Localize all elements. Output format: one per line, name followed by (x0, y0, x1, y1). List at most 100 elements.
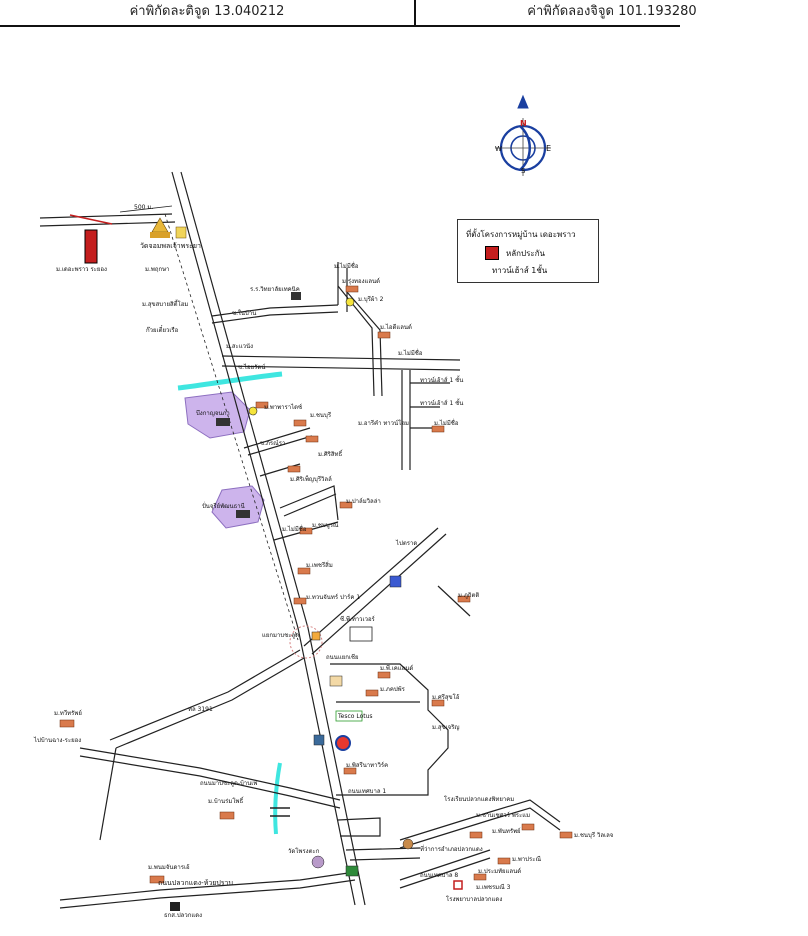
place-label: ม.พาพาราไดซ์ (264, 404, 303, 411)
place-label: ถนนมาบชะลูด-บ้านเพ (200, 780, 258, 787)
place-label: ม.ไม่มีชื่อ (334, 263, 359, 270)
place-label: ม.ไอดีแลนด์ (380, 324, 412, 331)
place-label: วัดโพรงตะก (288, 848, 320, 855)
traffic-light-icon (311, 631, 321, 641)
place-label: ม.เพชรมณี 3 (476, 884, 511, 891)
place-label: ม.ชานเชศวร์ พระแม (476, 812, 531, 819)
place-label: ม.ไม่มีชื่อ (282, 526, 307, 533)
place-label: ม.ชนบุรี วิลเลจ (574, 832, 614, 839)
place-label: ม.ภคปพ้ร (380, 686, 405, 693)
place-label: ม.รุ่งทองแลนด์ (342, 278, 381, 285)
bank-icon (313, 734, 325, 746)
distance-label: 500 ม. (134, 204, 154, 211)
place-label: ม.ประมทัยแลนด์ (478, 868, 522, 875)
place-label: แยกมาบชะลูด (262, 632, 300, 639)
place-label: ม.ภูกิตติ (458, 592, 480, 599)
place-label: ม.พิสรีนาทาวิร์ค (346, 762, 389, 769)
place-label: ซี.พี.ทาวเวอร์ (340, 616, 375, 623)
place-label: ม.พาประณี (512, 856, 542, 863)
gas-station-icon (335, 735, 351, 751)
place-label: บึงกาญจนภา (196, 410, 230, 417)
place-label: ม.พนมจันดารเอ้ (148, 864, 190, 871)
compass-n: N (520, 119, 527, 128)
coordinates-header: ค่าพิกัดละติจูด 13.040212 ค่าพิกัดลองจิจ… (0, 0, 808, 27)
place-label: ม.สุขเจริญ (432, 724, 460, 731)
place-label: ม.ศิริสิทธิ์ (318, 451, 343, 458)
park-zone (211, 485, 265, 529)
district-office-icon (402, 838, 414, 850)
road-network (39, 171, 561, 909)
place-label: ซ.ภรณ์รา (260, 440, 286, 447)
place-label: ม.พันทรัพย์ (492, 828, 521, 835)
place-label: โรงพยาบาลปลวกแดง (446, 896, 503, 903)
place-label: ธกส.ปลวกแดง (164, 912, 203, 919)
place-label: ถนนปลวกแดง-ห้วยปราบ (158, 879, 233, 887)
place-label: ม.บุรีผ้า 2 (358, 296, 384, 303)
poi-yellow-icon-2 (345, 297, 355, 307)
place-label: ซ.ในบ้าน (232, 310, 257, 317)
canal-top (177, 371, 283, 391)
place-label: โรงเรียนปลวกแดงพิทยาคม (444, 796, 515, 803)
subject-property-marker (84, 229, 98, 264)
tesco-logo (335, 710, 363, 722)
canal-bottom (273, 762, 282, 835)
house-icons (59, 285, 573, 884)
intersection-marker (289, 625, 323, 659)
place-label: ม.สุขสบายสิตี้โฮม (142, 301, 189, 308)
place-label: ปั่นจุรีย์พัฒนธานี (202, 503, 245, 510)
compass-s: S (521, 167, 526, 175)
legend-swatch (485, 246, 499, 260)
place-label: ม.ทวีทรัพย์ (54, 710, 82, 717)
lake-building-icon (216, 418, 230, 426)
header-divider (414, 0, 416, 26)
place-label: ทล 3191 (188, 706, 213, 713)
latitude-label: ค่าพิกัดละติจูด 13.040212 (129, 4, 285, 19)
shop-icon (329, 675, 343, 687)
place-label: ไปตราด (396, 540, 418, 547)
compass-w: W (495, 145, 502, 153)
place-label: ม.ปาล์มวิลล่า (346, 498, 381, 505)
tesco-label: Tesco Lotus (338, 713, 373, 720)
place-label: ม.เพชรีสิ่ม (306, 562, 333, 569)
place-label: ม.บ้านร่มโพธิ์ (208, 798, 244, 805)
longitude-label: ค่าพิกัดลองจิจูด 101.193280 (527, 4, 697, 19)
place-label: ม.พฤกษา (145, 266, 170, 273)
header-bottom-rule (0, 25, 680, 27)
place-label: ม.พี.เคแลนด์ (380, 665, 414, 672)
seven-eleven-icon (345, 865, 359, 877)
poi-yellow-icon (248, 406, 258, 416)
school-icon (291, 292, 301, 300)
place-label: ทาวน์เฮ้าส์ 1 ชั้น (420, 400, 464, 407)
hospital-icon (453, 880, 463, 890)
legend-item2: ทาวน์เฮ้าส์ 1ชั้น (492, 266, 548, 275)
place-label: ถนนเทศบาล 8 (420, 872, 459, 879)
compass-e: E (546, 144, 551, 153)
place-label: ม.สะแวนัง (226, 343, 254, 350)
temple-icon (150, 217, 187, 239)
place-label: ม.ชมบูรณ์ (312, 522, 339, 529)
legend-item1: หลักประกัน (506, 249, 546, 258)
place-label: ม.ชนบุรี (310, 412, 332, 419)
place-label: ร.ร.วิทยาลัยเทคนิค (250, 286, 300, 293)
bank-south-icon (170, 902, 180, 911)
place-label: ซ.ไอยรัตน์ (238, 364, 266, 371)
place-label: ม.ศิริเพ็ญบุรีวิลล์ (290, 476, 332, 483)
place-label: ม.ศรีสุขโอ้ (432, 694, 460, 701)
legend-title: ที่ตั้งโครงการหมู่บ้าน เดอะพราว (466, 230, 576, 239)
map-legend: ที่ตั้งโครงการหมู่บ้าน เดอะพราว หลักประก… (457, 219, 599, 283)
place-label: ทาวน์เฮ้าส์ 1 ชั้น (420, 377, 464, 384)
temple-label: วัดจอมพลเจ้าพระยา (140, 242, 201, 250)
bridge-icon (270, 807, 290, 817)
compass-rose-icon (495, 94, 551, 176)
place-label: ม.ไม่มีชื่อ (434, 420, 459, 427)
place-label: ม.อารีคำ ทาวน์โฮม (358, 420, 409, 427)
cp-tower-icon (349, 626, 373, 642)
place-label: ถนนเทศบาล 1 (348, 788, 387, 795)
place-label: ก๊วยเตี๋ยวเรือ (146, 327, 179, 334)
place-label: ที่ว่าการอำเภอปลวกแดง (420, 846, 483, 853)
place-label: ม.ทวนจันทร์ ปาร์ค 1 (306, 594, 361, 601)
building-icon (389, 575, 402, 588)
subject-label: ม.เดอะพราว ระยอง (56, 266, 107, 273)
place-label: ถนนแยกเชีย (326, 654, 359, 661)
